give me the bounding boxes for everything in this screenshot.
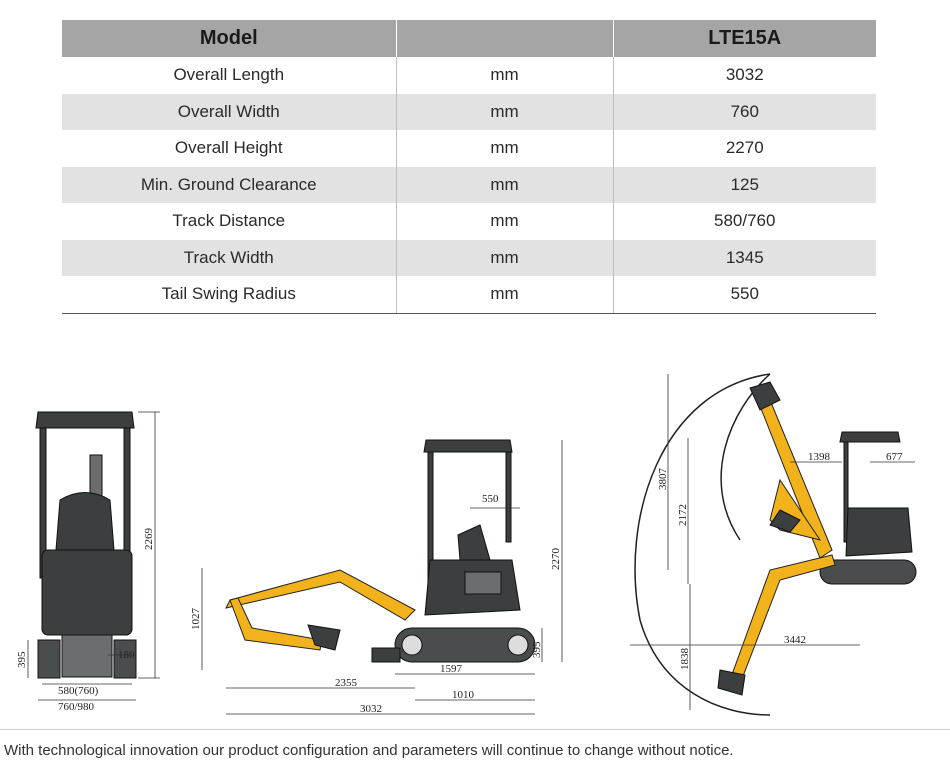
side-height-dim: 2270 bbox=[550, 548, 562, 571]
side-blade bbox=[371, 647, 401, 663]
spec-unit: mm bbox=[396, 130, 614, 167]
side-wheel-rear bbox=[507, 634, 529, 656]
spec-unit: mm bbox=[396, 239, 614, 276]
side-track-length-dim: 1597 bbox=[440, 663, 463, 675]
side-bucket bbox=[307, 624, 341, 651]
spec-unit: mm bbox=[396, 57, 614, 94]
header-unit bbox=[396, 20, 614, 57]
spec-name: Min. Ground Clearance bbox=[62, 166, 397, 203]
range-max-height-dim: 3807 bbox=[657, 468, 669, 491]
side-track bbox=[394, 627, 536, 663]
range-track bbox=[819, 559, 917, 585]
spec-value: 550 bbox=[613, 276, 876, 314]
front-canopy-roof bbox=[35, 411, 135, 429]
side-arm-height-dim: 1027 bbox=[190, 608, 202, 631]
front-track-right bbox=[113, 639, 137, 679]
spec-name: Track Width bbox=[62, 239, 397, 276]
side-seat bbox=[457, 524, 491, 561]
front-outer-width-dim: 760/980 bbox=[58, 701, 95, 713]
side-canopy-post-rear bbox=[505, 451, 512, 543]
spec-value: 1345 bbox=[613, 239, 876, 276]
spec-name: Tail Swing Radius bbox=[62, 276, 397, 314]
side-stick bbox=[229, 597, 323, 651]
range-body bbox=[845, 507, 913, 557]
spec-unit: mm bbox=[396, 203, 614, 240]
header-model: Model bbox=[62, 20, 397, 57]
front-ground-dim: 395 bbox=[16, 651, 28, 668]
side-tail-dim: 550 bbox=[482, 493, 499, 505]
range-min-radius-dim: 1398 bbox=[808, 451, 831, 463]
front-undercarriage bbox=[61, 634, 113, 678]
front-track-left bbox=[37, 639, 61, 679]
spec-table-header: Model LTE15A bbox=[62, 20, 876, 57]
spec-value: 3032 bbox=[725, 65, 764, 85]
side-view-drawing: 550 2270 1027 395 1597 2355 1010 3032 bbox=[190, 439, 563, 715]
footer-divider bbox=[0, 729, 950, 730]
spec-unit: mm bbox=[396, 166, 614, 203]
spec-name: Overall Length bbox=[62, 57, 397, 94]
range-envelope bbox=[634, 373, 771, 716]
front-view-drawing: 2269 395 180 580(760) 760/980 bbox=[16, 411, 160, 713]
spec-value: 580/760 bbox=[714, 211, 776, 231]
range-bucket-top bbox=[749, 381, 781, 411]
side-boom bbox=[225, 569, 416, 621]
spec-unit: mm bbox=[396, 93, 614, 130]
front-height-dim: 2269 bbox=[143, 528, 155, 551]
front-seat bbox=[55, 492, 115, 551]
front-body bbox=[41, 549, 133, 636]
side-clearance-dim: 395 bbox=[531, 641, 543, 658]
range-dump-height-dim: 2172 bbox=[677, 504, 689, 526]
side-overall-length-dim: 3032 bbox=[360, 703, 382, 715]
footer-note: With technological innovation our produc… bbox=[4, 742, 734, 759]
range-dig-reach-dim: 3442 bbox=[784, 634, 806, 646]
spec-name: Overall Width bbox=[62, 93, 397, 130]
range-boom-down bbox=[729, 554, 836, 685]
front-track-dim: 180 bbox=[118, 649, 135, 661]
range-canopy-roof bbox=[839, 431, 901, 443]
spec-value: 2270 bbox=[725, 138, 764, 158]
range-bucket-mid bbox=[769, 509, 801, 533]
spec-name: Track Distance bbox=[62, 203, 397, 240]
spec-value: 125 bbox=[613, 166, 876, 203]
range-dig-depth-dim: 1838 bbox=[679, 648, 691, 671]
side-wheel-front bbox=[401, 634, 423, 656]
side-canopy-roof bbox=[423, 439, 513, 453]
range-canopy-post bbox=[843, 441, 849, 543]
spec-value: 760 bbox=[613, 93, 876, 130]
front-inner-width-dim: 580(760) bbox=[58, 685, 99, 697]
range-tail-radius-dim: 677 bbox=[886, 451, 903, 463]
side-panel bbox=[464, 571, 502, 595]
header-model-value: LTE15A bbox=[613, 20, 876, 57]
spec-name: Overall Height bbox=[62, 130, 397, 167]
side-reach-dim: 2355 bbox=[335, 677, 358, 689]
spec-unit: mm bbox=[396, 276, 614, 314]
working-range-drawing: 3807 2172 1398 677 3442 1838 bbox=[630, 373, 917, 716]
range-bucket-bottom bbox=[717, 669, 746, 696]
side-wheelbase-dim: 1010 bbox=[452, 689, 475, 701]
